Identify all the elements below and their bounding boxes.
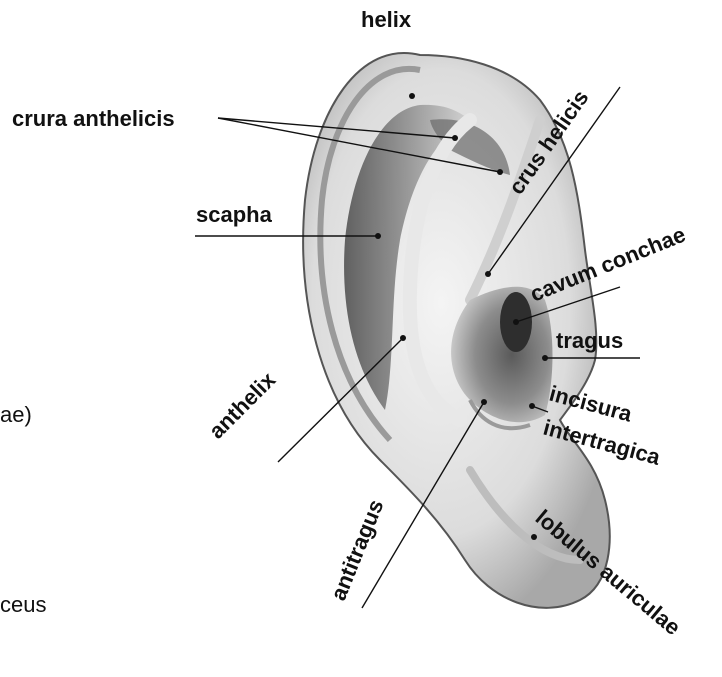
label-crura-anthelicis: crura anthelicis [12,106,175,131]
scapha-dot [375,233,381,239]
cut-off-text: ae) ceus [0,402,46,617]
crus-helicis-dot [485,271,491,277]
helix-dot [409,93,415,99]
label-tragus: tragus [556,328,623,353]
crura-anthelicis-dot-2 [497,169,503,175]
anthelix-dot [400,335,406,341]
cavum-conchae-dot [513,319,519,325]
crura-anthelicis-dot-1 [452,135,458,141]
incisura-dot [529,403,535,409]
tragus-dot [542,355,548,361]
antitragus-dot [481,399,487,405]
label-helix: helix [361,7,412,32]
label-antitragus: antitragus [325,496,388,604]
cut-off-text-2: ceus [0,592,46,617]
cut-off-text-1: ae) [0,402,32,427]
lobulus-dot [531,534,537,540]
label-scapha: scapha [196,202,273,227]
label-anthelix: anthelix [204,367,281,444]
